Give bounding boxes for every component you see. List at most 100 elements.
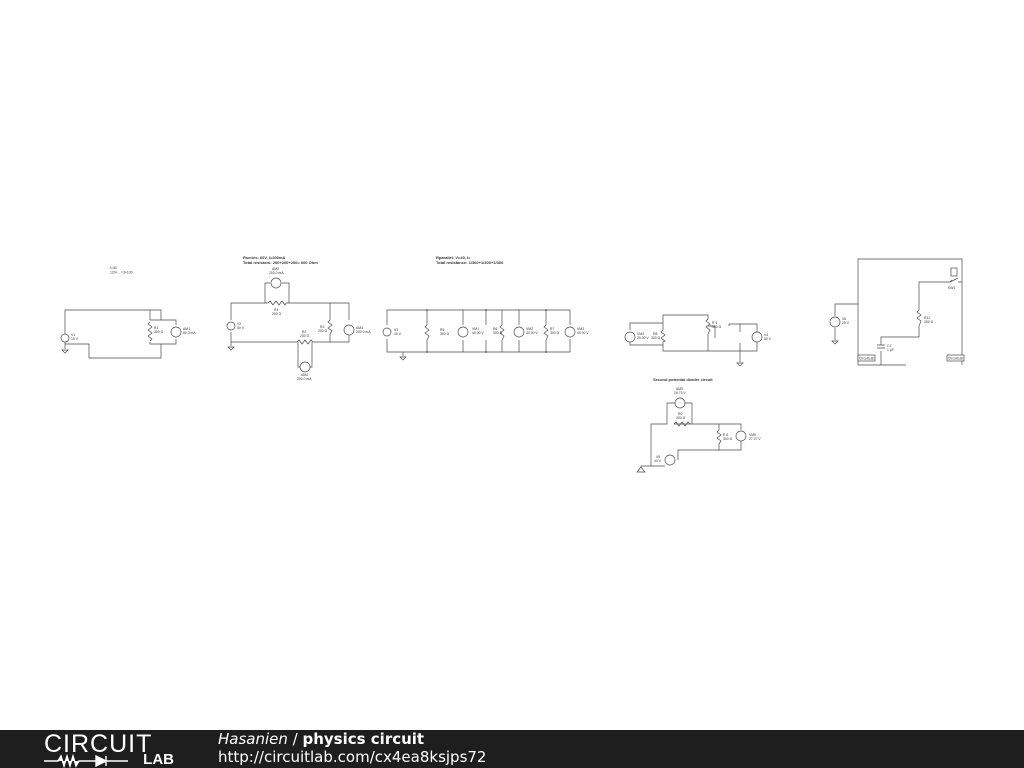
am4-name: AM4 [301,373,308,377]
r9-name: R 9 [712,321,717,325]
logo-circuit-text: CIRCUIT [44,730,153,758]
resistor-icon[interactable] [424,324,430,341]
r2-name: R2 [302,330,306,334]
v1-name: V1 [71,333,75,337]
logo-lab-text: LAB [143,751,174,768]
potentiometer-icon[interactable] [716,429,722,445]
r10-name: R0 [678,412,682,416]
r6-value: 300 Ω [493,331,503,335]
r12-name: R11 [924,316,930,320]
project-title: Hasanien / physics circuit [218,731,424,748]
circuitlab-logo[interactable]: CIRCUIT LAB [44,730,174,768]
vm5-name: VM5 [749,433,756,437]
circuit-2-note-line-2: Total resistors: 200+200+200= 600 Ohm [243,260,318,265]
ground-icon [399,356,407,361]
ground-icon [227,346,235,351]
v5-value: 44 V [654,459,662,463]
voltmeter-icon[interactable] [564,326,576,338]
potentiometer-icon[interactable] [705,318,713,335]
vm5-value: 27.27 V [749,437,761,441]
ammeter-icon[interactable] [674,397,686,409]
am1-value: 50.0 mA [183,331,196,335]
r6-name: R6 [493,327,497,331]
r5-name: R5 [440,328,444,332]
ground-icon [831,340,839,345]
ammeter-icon[interactable] [299,361,311,373]
resistor-icon[interactable] [916,309,922,327]
vm1-name: VM1 [472,327,479,331]
project-url-link[interactable]: http://circuitlab.com/cx4ea8ksjps72 [218,748,487,766]
voltage-source-icon[interactable] [829,316,841,328]
circuit-5: Second potential divider circuit AM5 16.… [636,377,761,473]
switch-icon[interactable] [950,267,958,277]
ammeter-icon[interactable] [343,324,355,336]
resistor-icon[interactable] [267,300,287,306]
voltage-source-icon[interactable] [382,327,392,337]
am3-name: AM3 [356,326,363,330]
author-name[interactable]: Hasanien [218,730,288,748]
v2-value: 60 V [237,326,245,330]
ground-icon [736,362,744,367]
voltmeter-icon[interactable] [513,326,525,338]
am5-value: 16.73 V [674,391,686,395]
resistor-icon[interactable] [673,421,691,427]
am2-name: AM2 [272,267,279,271]
v5-name: V5 [656,455,660,459]
v1-value: 15 V [71,337,79,341]
r11-name: R 6 [723,433,728,437]
vm1-value: 40.00 V [472,331,484,335]
schematic-canvas[interactable]: I=40 120+…=3+100 V1 15 V R1 300 Ω AM1 50… [0,0,1024,730]
r2-value: 200 Ω [300,334,310,338]
voltmeter-icon[interactable] [624,331,636,343]
v4-value: 50 V [764,337,772,341]
sw1-name: SW1 [948,286,955,290]
am1-name: AM1 [183,327,190,331]
am3-value: 200.0 mA [356,330,371,334]
resistor-icon[interactable] [327,319,333,335]
circuitlab-tag-left [857,354,876,362]
circuitlab-tag-left-text: CircuitLab [859,357,874,361]
c1-value: 1 μF [887,348,894,352]
vm4-name: VM4 [637,332,644,336]
waveform-diode-icon [44,754,128,768]
r1-name: R1 [154,326,158,330]
voltage-source-icon[interactable] [60,333,70,343]
voltmeter-icon[interactable] [735,430,747,442]
v3-value: 40 V [394,332,402,336]
circuitlab-tag-right [946,354,965,362]
resistor-icon[interactable] [660,329,666,343]
ammeter-icon[interactable] [170,326,182,338]
resistor-icon[interactable] [147,321,153,342]
am4-value: 200.0 mA [297,377,312,381]
vm2-value: 40.00 V [526,331,538,335]
project-name[interactable]: physics circuit [302,730,425,748]
circuitlab-tag-right-text: CircuitLab [948,357,963,361]
r4-name: R4 [274,308,278,312]
r11-value: 300 Ω [723,437,733,441]
v6-value: 25 V [842,321,850,325]
vm3-name: VM3 [577,327,584,331]
resistor-icon[interactable] [543,324,549,341]
circuit-3: Rparallel: V=40, I= Total resistance: 1/… [382,255,589,361]
r8-value: 300 Ω [651,336,661,340]
resistor-icon[interactable] [499,324,505,341]
circuit-6: V6 25 V R11 300 Ω C1 1 μF SW1 CircuitLab… [829,258,965,366]
resistor-icon[interactable] [296,339,314,345]
r12-value: 300 Ω [924,320,934,324]
capacitor-icon[interactable] [877,344,885,349]
footer-bar: CIRCUIT LAB Hasanien / physics circuit h… [0,730,1024,768]
voltage-source-icon[interactable] [751,331,763,343]
am5-name: AM5 [676,387,683,391]
logo-bottom-row: LAB [44,751,174,768]
r8-name: R8 [653,332,657,336]
v3-name: V3 [394,328,398,332]
ground-icon [61,349,69,354]
voltage-source-icon[interactable] [226,321,236,331]
voltmeter-icon[interactable] [457,326,469,338]
am2-value: 200.0 mA [269,271,284,275]
vm4-value: 25.00 V [637,336,649,340]
circuit-1-note-line-1: I=40 [110,266,117,270]
voltage-source-icon[interactable] [664,454,676,466]
ammeter-icon[interactable] [270,277,282,289]
circuit-1: I=40 120+…=3+100 V1 15 V R1 300 Ω AM1 50… [60,266,196,359]
